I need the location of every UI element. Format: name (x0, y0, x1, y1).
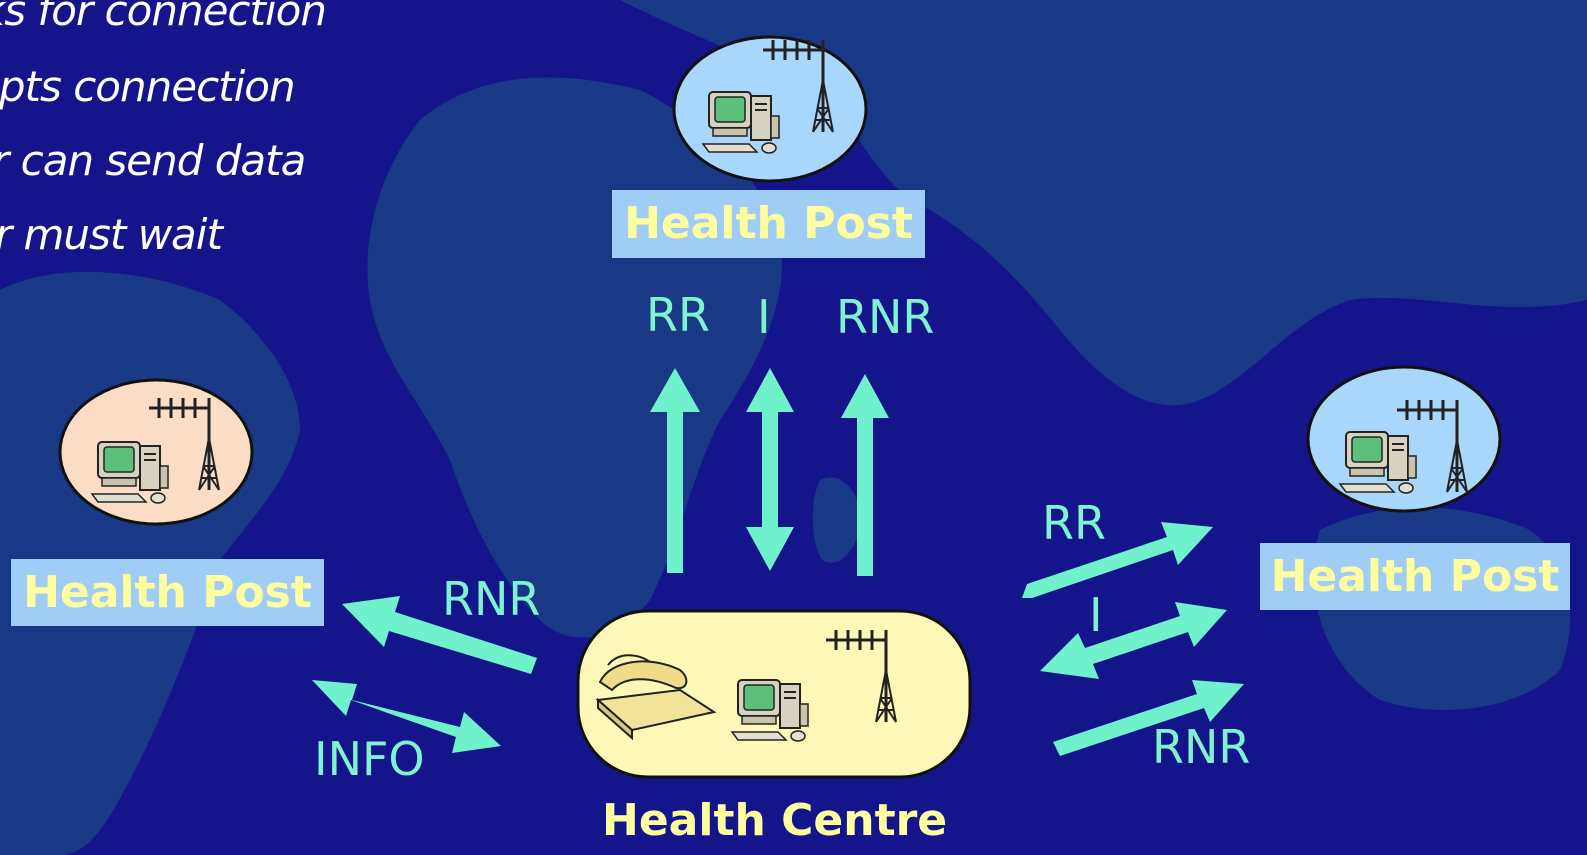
computer-icon (702, 91, 780, 154)
msg-left-rnr: RNR (442, 572, 541, 626)
arrow-i-bidirectional (746, 368, 794, 571)
right-health-post-label: Health Post (1260, 543, 1570, 610)
bullet-line-1: sks for connection (0, 0, 327, 35)
arrow-left-rnr (342, 596, 537, 674)
bullet-line-2: epts connection (0, 62, 296, 111)
msg-top-rr: RR (646, 288, 710, 342)
arrow-right-rnr (1053, 680, 1244, 756)
msg-right-rr: RR (1042, 496, 1106, 550)
bullet-line-4: er must wait (0, 210, 223, 259)
arrow-left-info (312, 680, 501, 753)
msg-left-info: INFO (314, 732, 425, 786)
health-centre-node (576, 609, 972, 779)
arrow-right-rr (1022, 522, 1213, 598)
msg-top-rnr: RNR (836, 290, 935, 344)
left-health-post-node (58, 378, 254, 526)
arrow-rr-up (650, 368, 700, 573)
top-health-post-node (672, 35, 868, 183)
computer-icon (731, 679, 809, 742)
msg-right-rnr: RNR (1152, 720, 1251, 774)
computer-icon (1339, 431, 1417, 494)
arrow-right-i (1040, 602, 1227, 679)
telephone-icon (595, 654, 717, 741)
top-health-post-label: Health Post (612, 190, 925, 258)
msg-top-i: I (757, 290, 771, 344)
right-health-post-node (1306, 365, 1502, 513)
arrow-rnr-up (841, 374, 889, 576)
computer-icon (91, 441, 169, 504)
msg-right-i: I (1089, 588, 1103, 642)
health-centre-label: Health Centre (602, 795, 948, 846)
left-health-post-label: Health Post (11, 559, 324, 626)
bullet-line-3: r can send data (0, 136, 306, 185)
